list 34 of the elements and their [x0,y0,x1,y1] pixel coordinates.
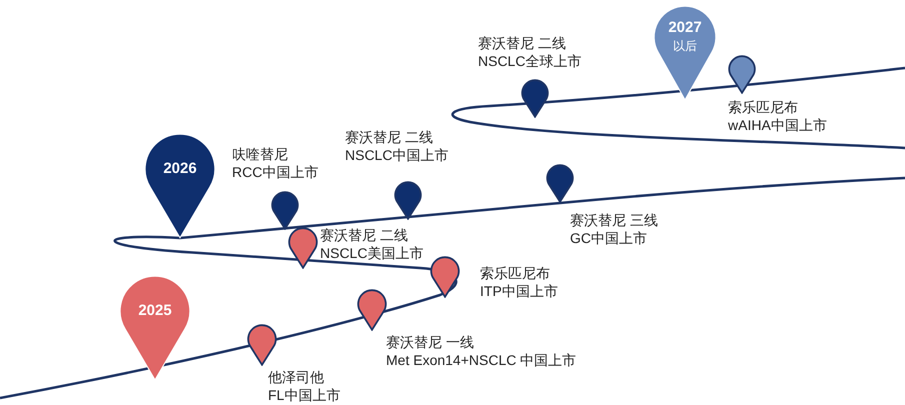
milestone-label: ITP中国上市 [480,282,558,300]
year-note: 以后 [672,38,698,55]
year-label: 2027 [667,19,703,37]
map-pin [728,55,756,94]
milestone-label: RCC中国上市 [232,163,318,181]
map-pin [357,289,387,331]
milestone-label: 他泽司他 [268,368,324,386]
year-label: 2026 [162,160,198,178]
milestone-label: 赛沃替尼 二线 [320,226,408,244]
milestone-label: NSCLC中国上市 [345,146,448,164]
milestone-label: 呋喹替尼 [232,145,288,163]
milestone-label: NSCLC全球上市 [478,52,582,70]
milestone-label: 索乐匹尼布 [728,98,798,116]
milestone-label: GC中国上市 [570,229,647,247]
map-pin [247,324,277,366]
milestone-label: 索乐匹尼布 [480,264,550,282]
milestone-label: 赛沃替尼 二线 [345,128,433,146]
year-pin [144,133,216,239]
map-pin [271,191,299,230]
map-pin [521,79,549,118]
milestone-label: wAIHA中国上市 [728,116,827,134]
map-pin [394,181,422,220]
milestone-label: NSCLC美国上市 [320,244,424,262]
year-pin [119,275,191,381]
year-label: 2025 [137,302,173,320]
milestone-label: 赛沃替尼 一线 [386,333,474,351]
map-pin [546,164,574,203]
milestone-label: Met Exon14+NSCLC 中国上市 [386,351,576,369]
milestone-label: 赛沃替尼 三线 [570,211,658,229]
milestone-label: 赛沃替尼 二线 [478,34,566,52]
map-pin [288,227,318,269]
milestone-label: FL中国上市 [268,386,340,404]
map-pin [430,256,460,298]
year-pin [653,5,717,101]
